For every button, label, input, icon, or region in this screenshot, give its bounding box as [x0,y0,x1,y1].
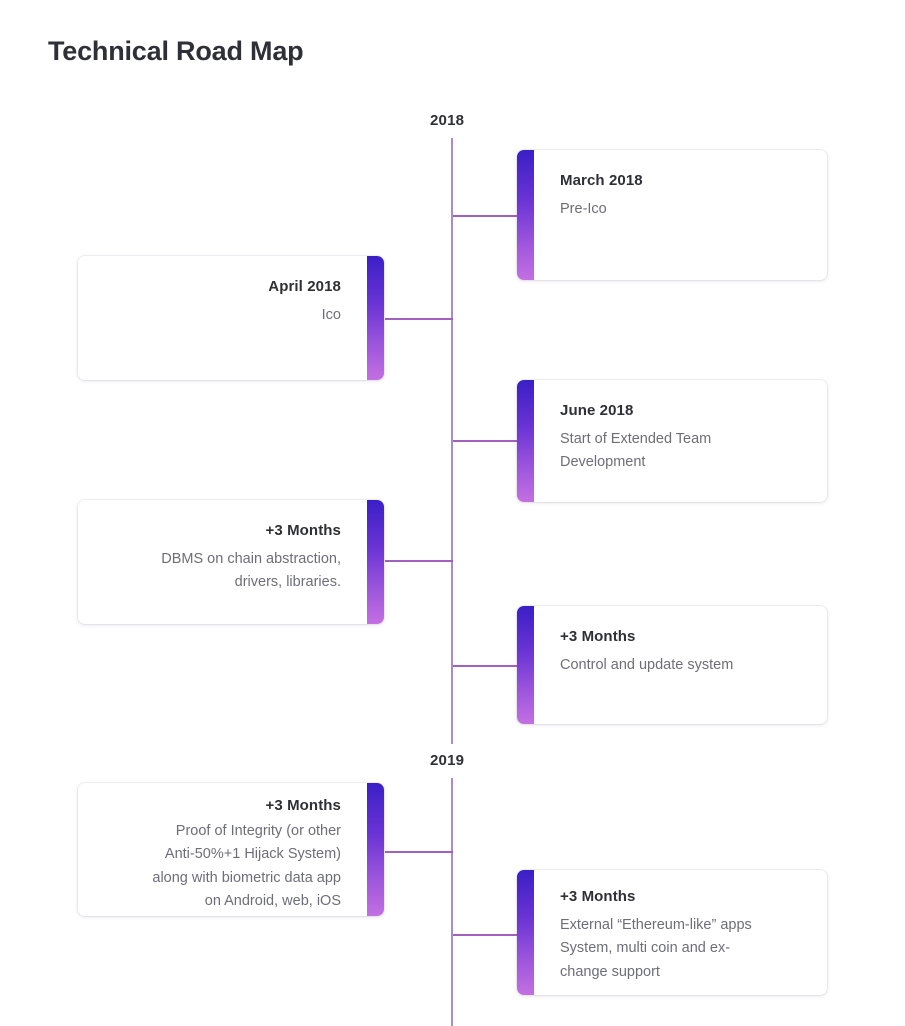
milestone-description: Pre-Ico [560,201,607,217]
milestone-title: +3 Months [560,628,636,645]
milestone-title: June 2018 [560,402,634,419]
card-accent-bar [517,150,534,280]
milestone-description: DBMS on chain abstraction, drivers, libr… [161,551,341,591]
card-accent-bar [517,606,534,724]
year-marker-2018: 2018 [430,112,465,129]
card-content: +3 Months DBMS on chain abstraction, dri… [78,500,367,624]
milestone-card-june-2018[interactable]: June 2018 Start of Extended Team Develop… [517,380,827,502]
card-content: March 2018 Pre-Ico [534,150,827,280]
card-content: June 2018 Start of Extended Team Develop… [534,380,827,502]
card-accent-bar [367,783,384,916]
card-content: +3 Months Proof of Integrity (or other A… [78,783,367,916]
milestone-title: +3 Months [265,797,341,814]
connector-line-2 [385,318,453,320]
connector-line-7 [453,934,518,936]
card-accent-bar [367,256,384,380]
milestone-card-external-apps[interactable]: +3 Months External “Ethereum-like” apps … [517,870,827,995]
connector-line-5 [453,665,518,667]
milestone-card-proof-of-integrity[interactable]: +3 Months Proof of Integrity (or other A… [78,783,384,916]
timeline-spine-2019 [451,778,453,1026]
card-accent-bar [367,500,384,624]
connector-line-4 [385,560,453,562]
card-content: +3 Months External “Ethereum-like” apps … [534,870,827,995]
milestone-title: +3 Months [560,888,636,905]
milestone-description: Control and update system [560,657,734,673]
connector-line-3 [453,440,518,442]
milestone-card-march-2018[interactable]: March 2018 Pre-Ico [517,150,827,280]
milestone-card-april-2018[interactable]: April 2018 Ico [78,256,384,380]
milestone-card-control-update[interactable]: +3 Months Control and update system [517,606,827,724]
year-marker-2019: 2019 [430,752,465,769]
card-content: +3 Months Control and update system [534,606,827,724]
card-accent-bar [517,380,534,502]
milestone-description: Ico [321,307,341,323]
page-title: Technical Road Map [48,36,304,66]
connector-line-1 [453,215,518,217]
milestone-description: External “Ethereum-like” apps System, mu… [560,917,752,980]
card-accent-bar [517,870,534,995]
connector-line-6 [385,851,453,853]
milestone-title: +3 Months [265,522,341,539]
milestone-description: Proof of Integrity (or other Anti-50%+1 … [152,823,341,910]
card-content: April 2018 Ico [78,256,367,380]
timeline-spine-2018 [451,138,453,744]
milestone-title: March 2018 [560,172,643,189]
milestone-title: April 2018 [268,278,341,295]
milestone-description: Start of Extended Team Development [560,431,712,471]
milestone-card-dbms[interactable]: +3 Months DBMS on chain abstraction, dri… [78,500,384,624]
